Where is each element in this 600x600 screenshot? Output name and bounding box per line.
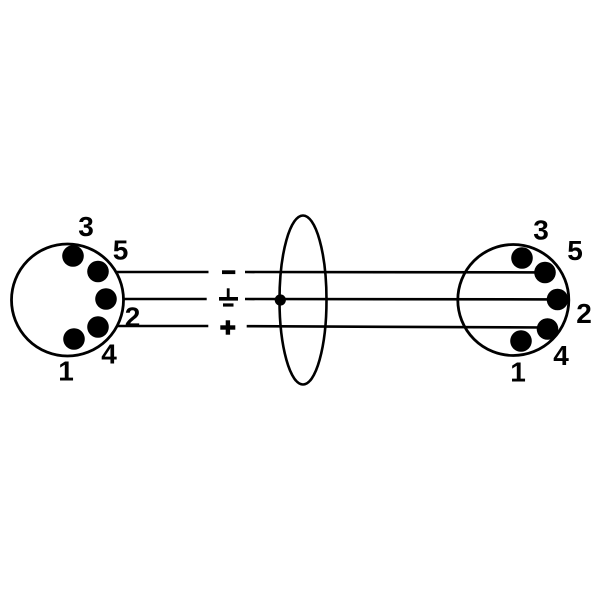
cable-shield: [274, 214, 328, 386]
left-connector-pins: [62, 245, 117, 350]
right-pin-5-label: 5: [567, 235, 583, 266]
wire-bottom: [117, 320, 549, 335]
left-connector-labels: 3 5 2 4 1: [58, 211, 140, 387]
left-pin-5-label: 5: [113, 235, 129, 266]
left-pin-3-dot: [62, 245, 84, 267]
right-pin-2-dot: [546, 288, 569, 311]
left-pin-2-label: 2: [125, 302, 141, 333]
right-pin-3-label: 3: [533, 215, 549, 246]
right-pin-5-dot: [534, 261, 556, 284]
left-pin-3-label: 3: [78, 211, 94, 242]
right-pin-4-label: 4: [553, 340, 569, 371]
left-pin-5-dot: [87, 260, 109, 283]
left-pin-2-dot: [95, 288, 117, 310]
right-pin-1-dot: [510, 330, 532, 352]
right-pin-4-dot: [536, 318, 559, 340]
right-pin-1-label: 1: [510, 357, 526, 388]
right-connector-pins: [510, 247, 569, 352]
shield-junction-dot: [274, 294, 286, 306]
right-connector-labels: 3 5 2 4 1: [510, 215, 592, 388]
left-pin-4-label: 4: [101, 339, 117, 370]
wire-bottom-right-segment: [246, 324, 549, 329]
plus-symbol: [220, 320, 236, 335]
right-pin-2-label: 2: [576, 298, 592, 329]
left-pin-4-dot: [87, 316, 109, 338]
ground-symbol: [219, 288, 238, 307]
left-pin-1-label: 1: [58, 356, 74, 387]
right-pin-3-dot: [511, 247, 533, 269]
wire-middle: [124, 288, 558, 307]
left-pin-1-dot: [63, 328, 85, 350]
